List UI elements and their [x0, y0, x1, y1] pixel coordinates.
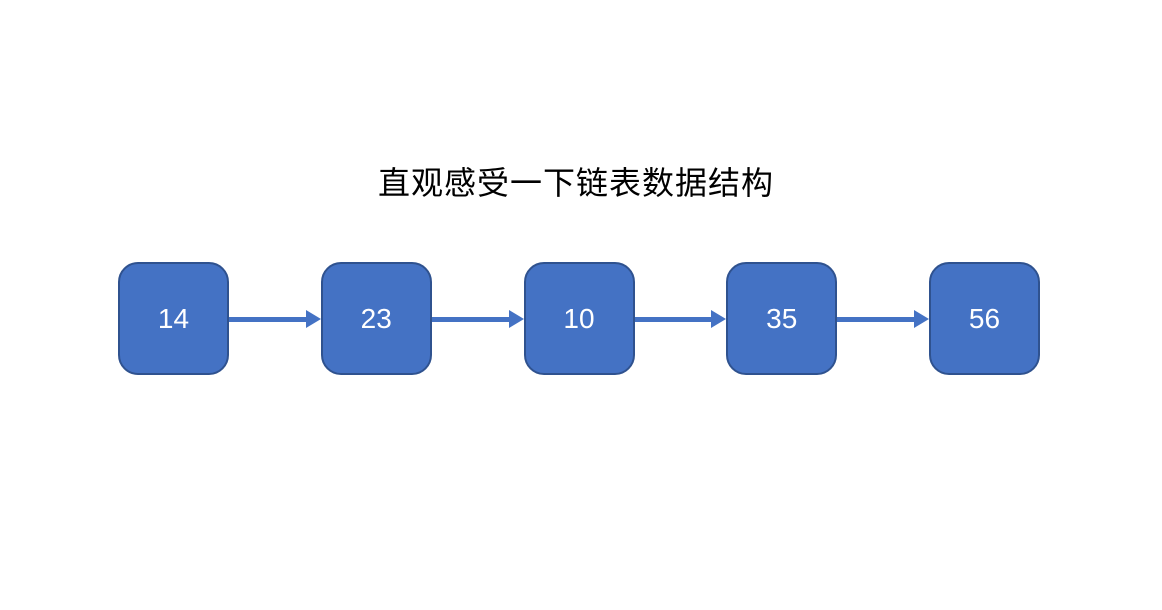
next-pointer-arrow-3 [634, 262, 727, 375]
list-node-3: 10 [523, 262, 635, 375]
diagram-title: 直观感受一下链表数据结构 [377, 165, 774, 201]
node-value: 23 [360, 302, 392, 334]
node-value: 35 [766, 302, 798, 334]
node-value: 10 [563, 302, 595, 334]
list-node-2: 23 [320, 262, 432, 375]
list-node-4: 35 [726, 262, 838, 375]
arrow-shaft [229, 316, 306, 322]
next-pointer-arrow-2 [431, 262, 524, 375]
arrow-shaft [431, 316, 509, 322]
list-node-1: 14 [118, 262, 229, 375]
linked-list-diagram: 14 23 10 35 56 [118, 262, 1040, 375]
arrow-shaft [837, 316, 914, 322]
arrow-head-icon [914, 310, 929, 328]
next-pointer-arrow-4 [837, 262, 929, 375]
node-value: 14 [157, 302, 190, 334]
arrow-head-icon [508, 310, 524, 328]
next-pointer-arrow-1 [229, 262, 321, 375]
list-node-5: 56 [929, 262, 1040, 375]
node-value: 56 [968, 302, 1001, 334]
arrow-head-icon [305, 310, 321, 328]
arrow-shaft [634, 316, 712, 322]
arrow-head-icon [711, 310, 727, 328]
